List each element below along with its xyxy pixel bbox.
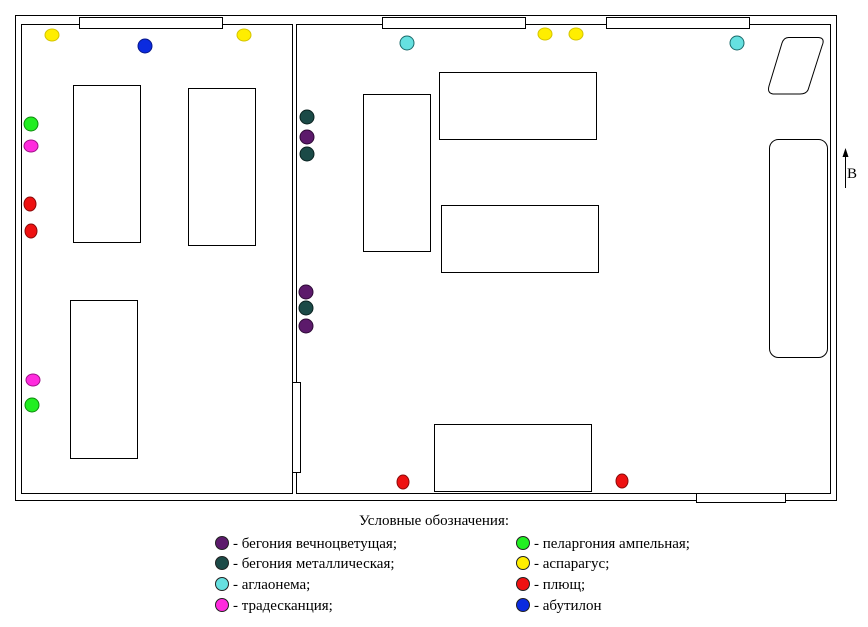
ivy-dot — [615, 473, 629, 489]
armchair — [768, 37, 824, 95]
begonia-metallic-dot — [299, 146, 315, 162]
tradescantia-dot — [23, 139, 39, 153]
plants — [23, 27, 745, 490]
pelargonium-dot — [24, 397, 40, 413]
ivy-dot — [23, 196, 37, 212]
legend-item-asparagus: - аспарагус; — [516, 555, 609, 573]
door — [696, 493, 786, 503]
window — [606, 17, 750, 29]
plant-dot-icon — [215, 598, 229, 612]
ivy-dot — [396, 474, 410, 490]
window — [382, 17, 526, 29]
begonia-metallic-dot — [298, 300, 314, 316]
table — [434, 424, 592, 492]
plant-dot-icon — [516, 598, 530, 612]
sofa — [769, 139, 828, 358]
plant-dot-icon — [516, 577, 530, 591]
legend-title: Условные обозначения: — [358, 513, 510, 529]
door — [292, 382, 301, 473]
plant-dot-icon — [516, 536, 530, 550]
legend-item-aglaonema: - аглаонема; — [215, 576, 310, 594]
aglaonema-dot — [729, 35, 745, 51]
right-room — [296, 24, 831, 494]
asparagus-dot — [44, 28, 60, 42]
table — [439, 72, 597, 140]
table — [188, 88, 256, 246]
abutilon-dot — [137, 38, 153, 54]
plant-dot-icon — [215, 536, 229, 550]
table — [363, 94, 431, 252]
plant-dot-icon — [215, 577, 229, 591]
legend-item-begonia-metallic: - бегония металлическая; — [215, 555, 395, 573]
arrow-up-icon — [842, 148, 849, 157]
window — [79, 17, 223, 29]
table — [70, 300, 138, 459]
asparagus-dot — [537, 27, 553, 41]
begonia-everblooming-dot — [299, 129, 315, 145]
begonia-everblooming-dot — [298, 284, 314, 300]
asparagus-dot — [568, 27, 584, 41]
begonia-metallic-dot — [299, 109, 315, 125]
legend-item-ivy: - плющ; — [516, 576, 585, 594]
aglaonema-dot — [399, 35, 415, 51]
table — [73, 85, 141, 243]
tradescantia-dot — [25, 373, 41, 387]
legend-item-abutilon: - абутилон — [516, 597, 602, 615]
plant-dot-icon — [215, 556, 229, 570]
table — [441, 205, 599, 273]
ivy-dot — [24, 223, 38, 239]
direction-label: В — [847, 166, 858, 182]
pelargonium-dot — [23, 116, 39, 132]
plant-dot-icon — [516, 556, 530, 570]
begonia-everblooming-dot — [298, 318, 314, 334]
legend-item-begonia-everblooming: - бегония вечноцветущая; — [215, 535, 397, 553]
legend-item-pelargonium: - пеларгония ампельная; — [516, 535, 690, 553]
legend-item-tradescantia: - традесканция; — [215, 597, 333, 615]
asparagus-dot — [236, 28, 252, 42]
